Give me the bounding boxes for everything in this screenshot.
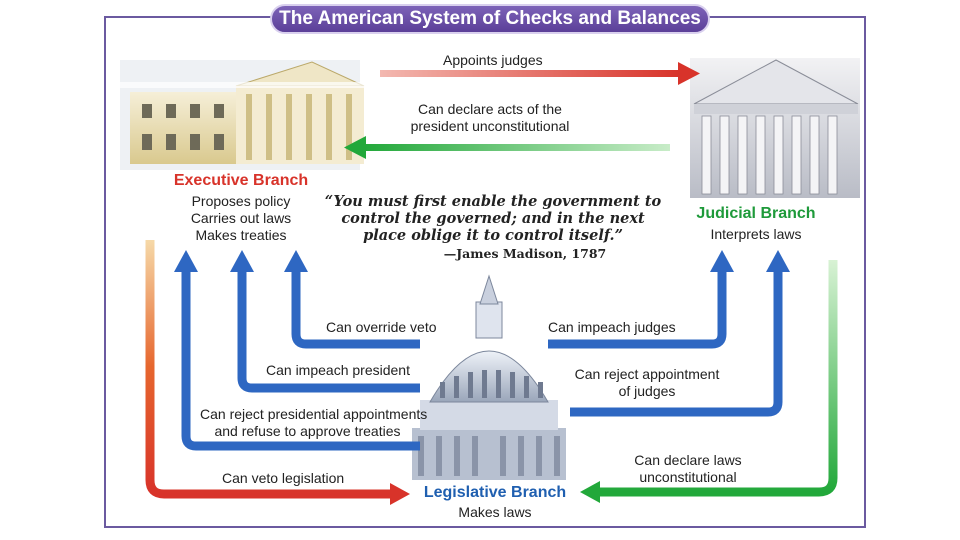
label-line: Can reject presidential appointments	[200, 406, 428, 422]
label-line: Can declare acts of the	[418, 101, 562, 117]
arrowhead-override-veto	[284, 250, 308, 272]
label-line: Can reject appointment	[574, 366, 720, 382]
label-line: unconstitutional	[639, 469, 737, 485]
executive-duties: Proposes policy Carries out laws Makes t…	[166, 193, 316, 244]
label-appoints-judges: Appoints judges	[443, 52, 543, 68]
supreme-court-image	[690, 58, 860, 198]
legislative-duties: Makes laws	[410, 504, 580, 521]
judicial-duties: Interprets laws	[676, 226, 836, 243]
arrowhead-reject-judge-appointment	[766, 250, 790, 272]
arrowhead-impeach-judges	[710, 250, 734, 272]
executive-duty: Carries out laws	[190, 210, 292, 226]
arrowhead-impeach-president	[230, 250, 254, 272]
arrow-appoints-judges	[380, 62, 700, 85]
executive-duty: Makes treaties	[195, 227, 287, 243]
arrow-declare-laws-unconstitutional	[580, 260, 838, 503]
judicial-branch-title: Judicial Branch	[696, 205, 816, 222]
arrow-impeach-president	[237, 270, 420, 393]
arrow-reject-judge-appointment	[570, 270, 783, 417]
arrow-veto-legislation	[145, 240, 410, 505]
arrow-reject-appointments	[181, 270, 420, 451]
label-impeach-judges: Can impeach judges	[548, 319, 676, 335]
arrowhead-reject-appointments	[174, 250, 198, 272]
white-house-image	[120, 60, 370, 170]
legislative-duty: Makes laws	[458, 504, 532, 520]
label-line: president unconstitutional	[410, 118, 570, 134]
label-declare-acts-unconstitutional: Can declare acts of the president uncons…	[405, 101, 575, 135]
label-override-veto: Can override veto	[326, 319, 437, 335]
label-impeach-president: Can impeach president	[266, 362, 410, 378]
executive-branch-title: Executive Branch	[173, 172, 309, 189]
diagram-title: The American System of Checks and Balanc…	[270, 4, 710, 34]
judicial-duty: Interprets laws	[710, 226, 802, 242]
label-line: of judges	[618, 383, 676, 399]
arrow-override-veto	[291, 270, 420, 349]
madison-quote: “You must first enable the government to…	[324, 193, 662, 244]
label-line: and refuse to approve treaties	[214, 423, 401, 439]
label-line: Can declare laws	[634, 452, 742, 468]
quote-attribution: —James Madison, 1787	[443, 246, 607, 261]
arrow-declare-acts-unconstitutional	[344, 136, 670, 159]
capitol-dome-image	[412, 274, 566, 480]
label-declare-laws-unconstitutional: Can declare laws unconstitutional	[618, 452, 758, 486]
label-reject-appointments: Can reject presidential appointments and…	[200, 406, 428, 440]
legislative-branch-title: Legislative Branch	[423, 484, 567, 501]
label-reject-judge-appointment: Can reject appointment of judges	[572, 366, 722, 400]
label-veto-legislation: Can veto legislation	[222, 470, 345, 486]
executive-duty: Proposes policy	[191, 193, 291, 209]
arrow-impeach-judges	[548, 270, 727, 349]
